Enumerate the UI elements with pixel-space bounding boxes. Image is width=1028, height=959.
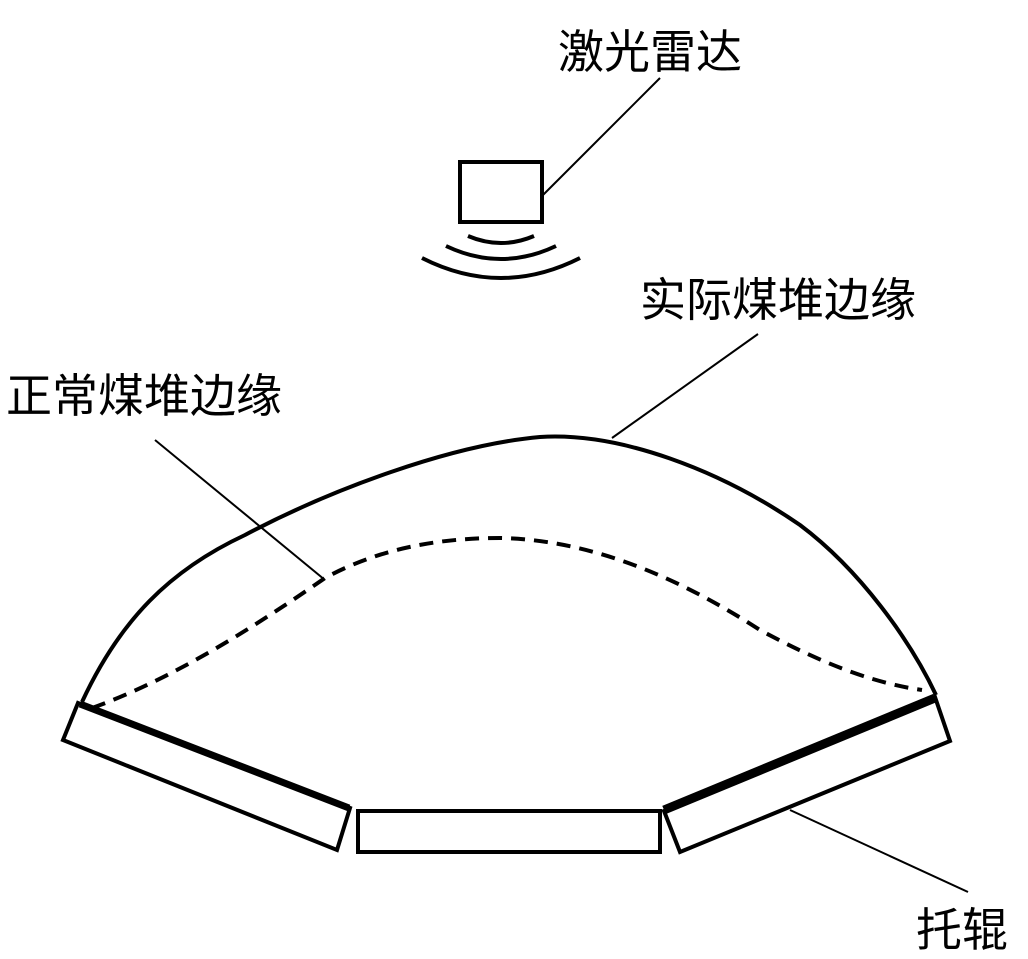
lidar-arc-inner <box>467 234 535 245</box>
idler-center <box>356 809 662 854</box>
lidar-label: 激光雷达 <box>558 25 742 79</box>
belt-left <box>78 700 351 812</box>
normal-edge-label: 正常煤堆边缘 <box>6 369 282 423</box>
idler-right <box>661 694 953 855</box>
normal-pile-edge <box>91 535 923 710</box>
idler-left <box>60 700 353 853</box>
belt-right <box>662 693 937 815</box>
lidar-arc-outer <box>421 256 581 280</box>
actual-edge-leader-line <box>611 333 759 439</box>
lidar-sensor-box <box>458 160 544 224</box>
idler-label: 托辊 <box>916 903 1008 957</box>
actual-edge-label: 实际煤堆边缘 <box>640 273 916 327</box>
actual-pile-edge <box>80 434 938 703</box>
lidar-leader-line <box>541 77 661 197</box>
idler-leader-line <box>789 809 969 893</box>
normal-edge-leader-line <box>154 439 326 581</box>
lidar-arc-middle <box>445 244 557 261</box>
